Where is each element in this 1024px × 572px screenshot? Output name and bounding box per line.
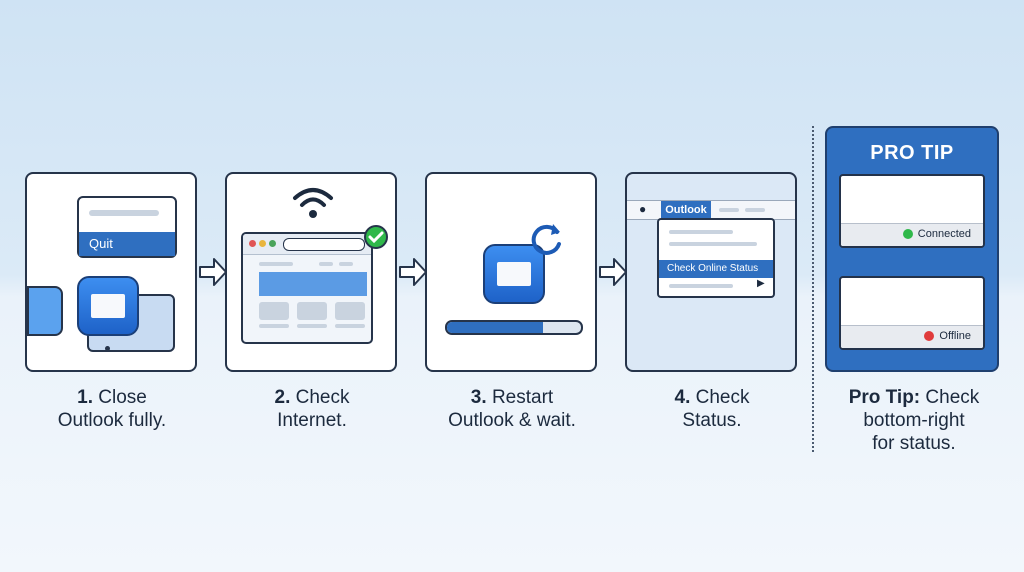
arrow-right-icon <box>399 258 427 286</box>
apple-icon: ● <box>639 202 647 216</box>
pro-tip-panel: PRO TIP Connected Offline <box>825 126 999 372</box>
connected-window: Connected <box>839 174 985 248</box>
status-dot <box>902 229 913 240</box>
pro-tip-title: PRO TIP <box>870 142 954 164</box>
menu-bar: ● Outlook <box>627 200 795 220</box>
browser-window <box>241 232 373 344</box>
step-4-card: ● Outlook Check Online Status ▶ <box>625 172 797 372</box>
arrow-right-icon <box>599 258 627 286</box>
arrow-right-icon <box>199 258 227 286</box>
outlook-mail-icon[interactable] <box>77 276 139 336</box>
offline-window: Offline <box>839 276 985 350</box>
status-label: Connected <box>917 228 971 240</box>
wifi-icon <box>293 188 333 218</box>
status-dot <box>924 331 935 342</box>
submenu-arrow-icon: ▶ <box>757 278 765 289</box>
status-bar: Connected <box>841 223 983 246</box>
check-icon <box>364 225 388 249</box>
step-2-card <box>225 172 397 372</box>
finder-icon <box>27 286 63 336</box>
status-bar: Offline <box>841 325 983 348</box>
step-1-card: Quit <box>25 172 197 372</box>
context-menu: Quit <box>77 196 177 258</box>
quit-menu-item[interactable]: Quit <box>79 232 175 256</box>
outlook-mail-icon <box>483 244 545 304</box>
step-3-card <box>425 172 597 372</box>
address-bar[interactable] <box>283 238 365 251</box>
status-label: Offline <box>939 330 971 342</box>
check-online-status-item[interactable]: Check Online Status <box>659 260 773 278</box>
dropdown-menu: Check Online Status ▶ <box>657 218 775 298</box>
divider <box>812 126 814 452</box>
refresh-icon <box>531 224 561 255</box>
outlook-menu[interactable]: Outlook <box>661 201 711 219</box>
progress-bar <box>445 320 583 335</box>
